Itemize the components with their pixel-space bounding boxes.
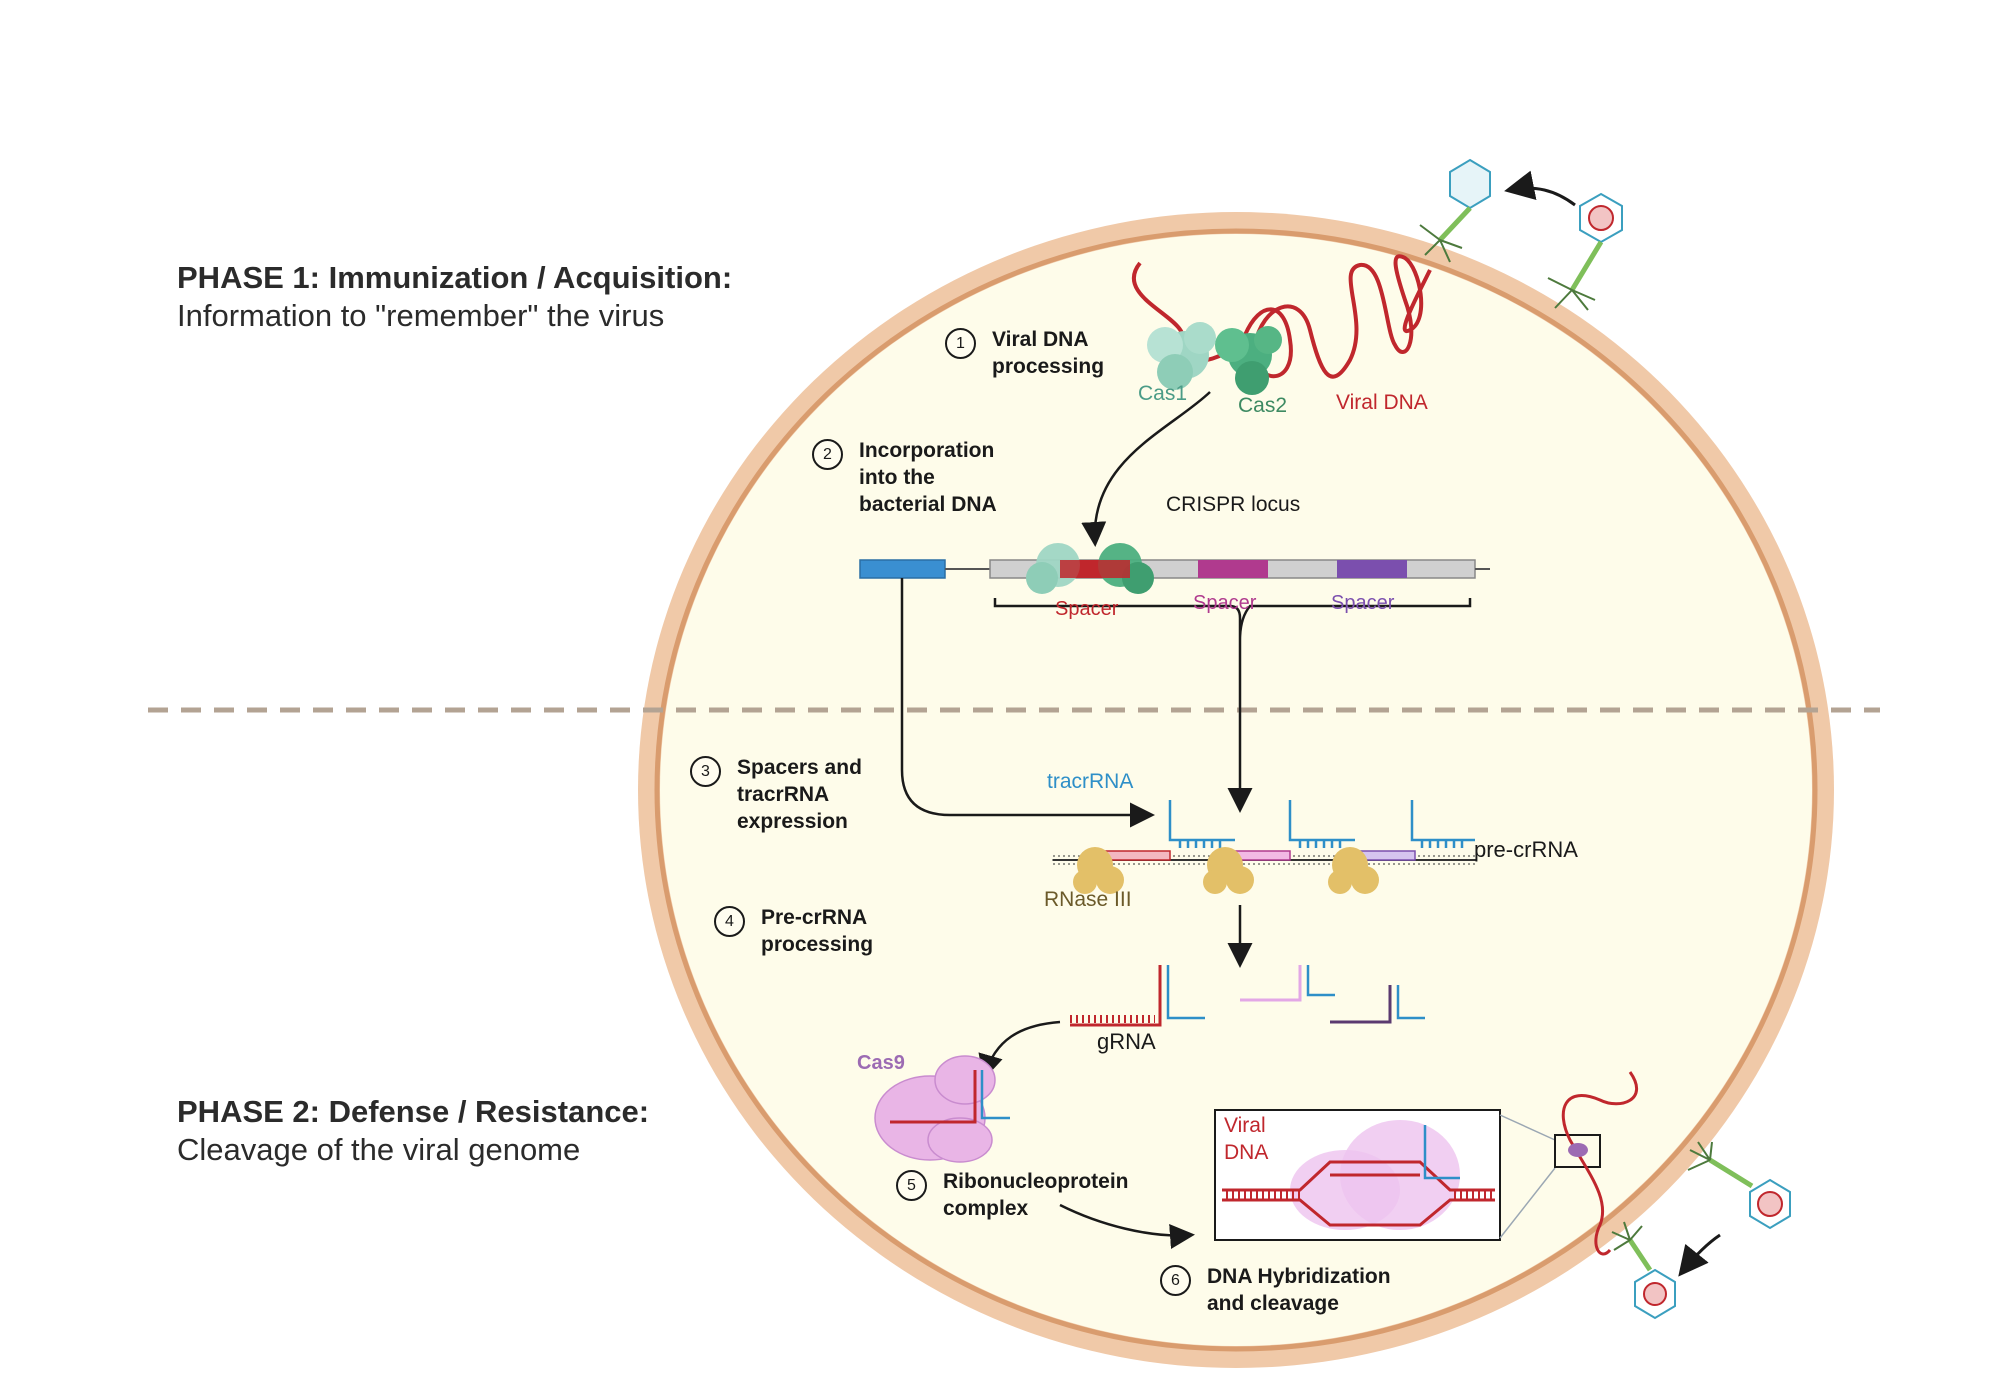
leader-sequence bbox=[859, 559, 946, 579]
bacteriophage-icon bbox=[1419, 158, 1491, 263]
phase-2-title: PHASE 2: Defense / Resistance: bbox=[177, 1094, 650, 1129]
step-label-5: Ribonucleoprotein complex bbox=[943, 1170, 1129, 1220]
phase-1-subtitle: Information to "remember" the virus bbox=[177, 298, 665, 333]
pre-crrna-label: pre-crRNA bbox=[1474, 837, 1578, 862]
step-2: 2 Incorporation into the bacterial DNA bbox=[812, 439, 997, 518]
spacer-label-1: Spacer bbox=[1055, 598, 1119, 620]
step-label-6: DNA Hybridization and cleavage bbox=[1207, 1265, 1391, 1315]
cas9-on-viral-dna-icon bbox=[1568, 1143, 1588, 1157]
tracrrna-icon bbox=[1168, 800, 1475, 848]
spacer-label-2: Spacer bbox=[1193, 592, 1257, 614]
cas2-label: Cas2 bbox=[1238, 394, 1288, 417]
phage-attack-arrow bbox=[1678, 1233, 1721, 1277]
cas1-protein-icon bbox=[1147, 322, 1216, 390]
step-number-4: 4 bbox=[714, 906, 745, 937]
step-4: 4 Pre-crRNA processing bbox=[714, 906, 873, 958]
cas9-protein-icon bbox=[874, 1055, 1010, 1163]
step-6: 6 DNA Hybridization and cleavage bbox=[1160, 1265, 1391, 1317]
phase-2-subtitle: Cleavage of the viral genome bbox=[177, 1132, 581, 1167]
locus-brace bbox=[993, 598, 1472, 641]
step-label-1: Viral DNA processing bbox=[992, 328, 1105, 378]
cas1-label: Cas1 bbox=[1138, 382, 1188, 405]
phage-release-arrow bbox=[1504, 170, 1576, 207]
grna-label: gRNA bbox=[1097, 1029, 1156, 1054]
rnase-iii-icon bbox=[1073, 847, 1379, 894]
spacer-block-3 bbox=[1337, 560, 1407, 578]
tracrrna-label: tracrRNA bbox=[1047, 770, 1134, 793]
integration-arrow bbox=[1081, 391, 1211, 547]
step-3: 3 Spacers and tracrRNA expression bbox=[690, 756, 862, 835]
crispr-locus bbox=[859, 543, 1490, 641]
grna-icon bbox=[1070, 965, 1425, 1027]
inset-viral-dna-label: Viral DNA bbox=[1224, 1114, 1269, 1164]
spacer-label-3: Spacer bbox=[1331, 592, 1395, 614]
step-number-1: 1 bbox=[945, 328, 976, 359]
step-label-3: Spacers and tracrRNA expression bbox=[737, 756, 862, 833]
bacteriophage-icon bbox=[1611, 1221, 1676, 1320]
step-label-4: Pre-crRNA processing bbox=[761, 906, 874, 956]
step-5: 5 Ribonucleoprotein complex bbox=[896, 1170, 1129, 1222]
step-number-5: 5 bbox=[896, 1170, 927, 1201]
step-number-3: 3 bbox=[690, 756, 721, 787]
cell-wall-inner bbox=[654, 228, 1818, 1352]
crispr-locus-label: CRISPR locus bbox=[1166, 493, 1301, 516]
cas2-protein-icon bbox=[1215, 326, 1282, 395]
tracrrna-expression-arrow bbox=[900, 578, 1155, 828]
cas1-cas2-on-locus-icon bbox=[1026, 543, 1154, 594]
step-1: 1 Viral DNA processing bbox=[945, 328, 1104, 380]
rnase-iii-label: RNase III bbox=[1044, 888, 1132, 911]
bacteriophage-icon bbox=[1547, 192, 1623, 311]
bacteriophage-icon bbox=[1687, 1141, 1791, 1230]
targeting-arrow bbox=[1059, 1203, 1195, 1249]
injected-viral-dna bbox=[1561, 1071, 1638, 1256]
viral-dna-label: Viral DNA bbox=[1336, 391, 1428, 414]
spacer-block-2 bbox=[1198, 560, 1268, 578]
cleavage-inset bbox=[1214, 1109, 1601, 1241]
cas9-label: Cas9 bbox=[857, 1052, 905, 1074]
step-number-2: 2 bbox=[812, 439, 843, 470]
phase-1-title: PHASE 1: Immunization / Acquisition: bbox=[177, 260, 733, 295]
step-number-6: 6 bbox=[1160, 1265, 1191, 1296]
step-label-2: Incorporation into the bacterial DNA bbox=[859, 439, 997, 516]
